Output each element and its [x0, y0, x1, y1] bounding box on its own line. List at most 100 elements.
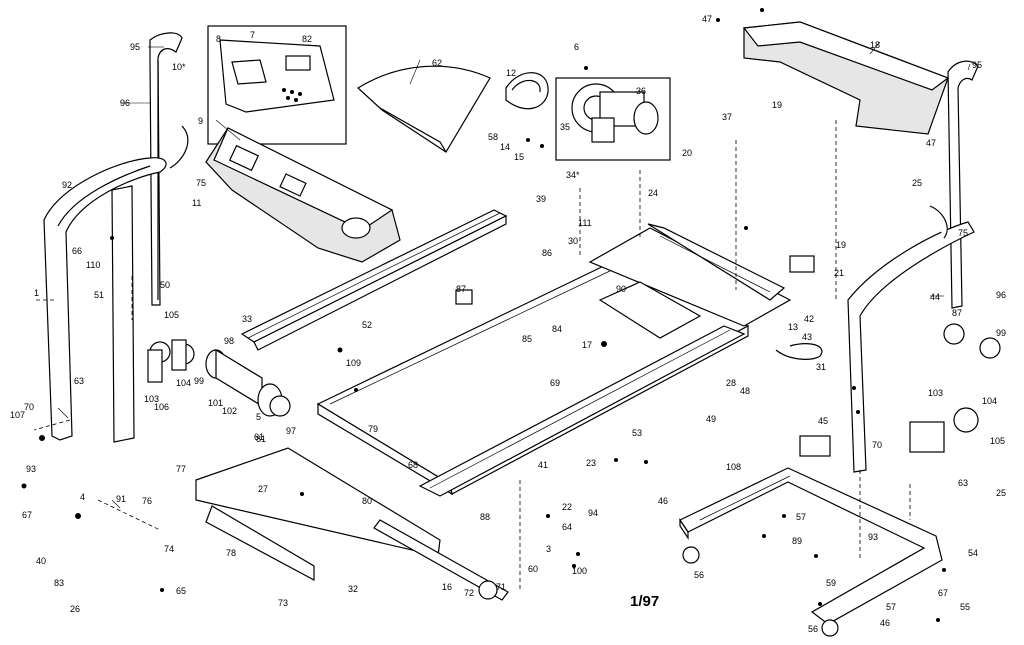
- callout-9: 9: [198, 116, 203, 126]
- callout-leaders: [57, 41, 971, 509]
- callout-73: 73: [278, 598, 288, 608]
- callout-41: 41: [538, 460, 548, 470]
- callout-46-right: 46: [880, 618, 890, 628]
- motor-inset: [555, 77, 671, 161]
- callout-21: 21: [834, 268, 844, 278]
- callout-54: 54: [968, 548, 978, 558]
- callout-62: 62: [432, 58, 442, 68]
- callout-67-right: 67: [938, 588, 948, 598]
- callout-102: 102: [222, 406, 237, 416]
- callout-75-right: 75: [958, 228, 968, 238]
- callout-1: 1: [34, 288, 39, 298]
- callout-90: 90: [616, 284, 626, 294]
- callout-87: 87: [456, 284, 466, 294]
- callout-47-right: 47: [926, 138, 936, 148]
- callout-22: 22: [562, 502, 572, 512]
- console-base: [205, 127, 401, 263]
- motor-hood: [357, 65, 491, 153]
- callout-57: 57: [796, 512, 806, 522]
- callout-39: 39: [536, 194, 546, 204]
- callout-87-right: 87: [952, 308, 962, 318]
- side-rail: [240, 209, 508, 351]
- callout-109: 109: [346, 358, 361, 368]
- lift-frame: [195, 447, 509, 601]
- callout-99-right: 99: [996, 328, 1006, 338]
- callout-97: 97: [286, 426, 296, 436]
- callout-6: 6: [574, 42, 579, 52]
- callout-104: 104: [176, 378, 191, 388]
- callout-15: 15: [514, 152, 524, 162]
- callout-63: 63: [74, 376, 84, 386]
- callout-86: 86: [542, 248, 552, 258]
- callout-104-right: 104: [982, 396, 997, 406]
- callout-107: 107: [10, 410, 25, 420]
- callout-36: 36: [636, 86, 646, 96]
- callout-47: 47: [702, 14, 712, 24]
- callout-43: 43: [802, 332, 812, 342]
- callout-10: 10*: [172, 62, 186, 72]
- callout-82: 82: [302, 34, 312, 44]
- callout-94: 94: [588, 508, 598, 518]
- callout-75: 75: [196, 178, 206, 188]
- callout-44: 44: [930, 292, 940, 302]
- callout-37: 37: [722, 112, 732, 122]
- callout-5: 5: [256, 412, 261, 422]
- callout-111: 111: [578, 218, 592, 228]
- callout-26: 26: [70, 604, 80, 614]
- part-callouts: 1 3 4 5 6 7 8 9 10* 11 12 13 14 15 16 17…: [10, 14, 1006, 634]
- callout-25: 25: [912, 178, 922, 188]
- callout-27: 27: [258, 484, 268, 494]
- console-inset-box: [207, 25, 347, 145]
- base-frame: [679, 467, 943, 625]
- callout-71: 71: [496, 582, 506, 592]
- callout-79: 79: [368, 424, 378, 434]
- callout-12: 12: [506, 68, 516, 78]
- rear-hood: [742, 21, 950, 135]
- callout-105: 105: [164, 310, 179, 320]
- callout-80: 80: [362, 496, 372, 506]
- left-upright: [149, 32, 183, 306]
- callout-11: 11: [192, 198, 201, 208]
- callout-100: 100: [572, 566, 587, 576]
- callout-40: 40: [36, 556, 46, 566]
- callout-46: 46: [658, 496, 668, 506]
- callout-57-right: 57: [886, 602, 896, 612]
- callout-56-right: 56: [808, 624, 818, 634]
- callout-42: 42: [804, 314, 814, 324]
- callout-59: 59: [826, 578, 836, 588]
- callout-98: 98: [224, 336, 234, 346]
- callout-91: 91: [116, 494, 126, 504]
- callout-105-right: 105: [990, 436, 1005, 446]
- callout-60: 60: [528, 564, 538, 574]
- callout-48: 48: [740, 386, 750, 396]
- callout-77: 77: [176, 464, 186, 474]
- callout-20: 20: [682, 148, 692, 158]
- callout-89: 89: [792, 536, 802, 546]
- callout-23: 23: [586, 458, 596, 468]
- right-side-rail: [418, 325, 746, 497]
- callout-35: 35: [560, 122, 570, 132]
- callout-93-right: 93: [868, 532, 878, 542]
- callout-93: 93: [26, 464, 36, 474]
- callout-4: 4: [80, 492, 85, 502]
- callout-96-right: 96: [996, 290, 1006, 300]
- small-parts: [21, 8, 1001, 637]
- callout-58: 58: [488, 132, 498, 142]
- callout-17: 17: [582, 340, 592, 350]
- callout-19-right: 19: [836, 240, 846, 250]
- callout-55: 55: [960, 602, 970, 612]
- callout-70: 70: [24, 402, 34, 412]
- callout-68: 68: [408, 460, 418, 470]
- callout-50: 50: [160, 280, 170, 290]
- callout-13: 13: [788, 322, 798, 332]
- callout-3: 3: [546, 544, 551, 554]
- callout-110: 110: [86, 260, 100, 270]
- callout-45: 45: [818, 416, 828, 426]
- callout-30: 30: [568, 236, 578, 246]
- callout-7: 7: [250, 30, 255, 40]
- callout-53: 53: [632, 428, 642, 438]
- callout-49: 49: [706, 414, 716, 424]
- callout-76: 76: [142, 496, 152, 506]
- callout-106: 106: [154, 402, 169, 412]
- callout-83: 83: [54, 578, 64, 588]
